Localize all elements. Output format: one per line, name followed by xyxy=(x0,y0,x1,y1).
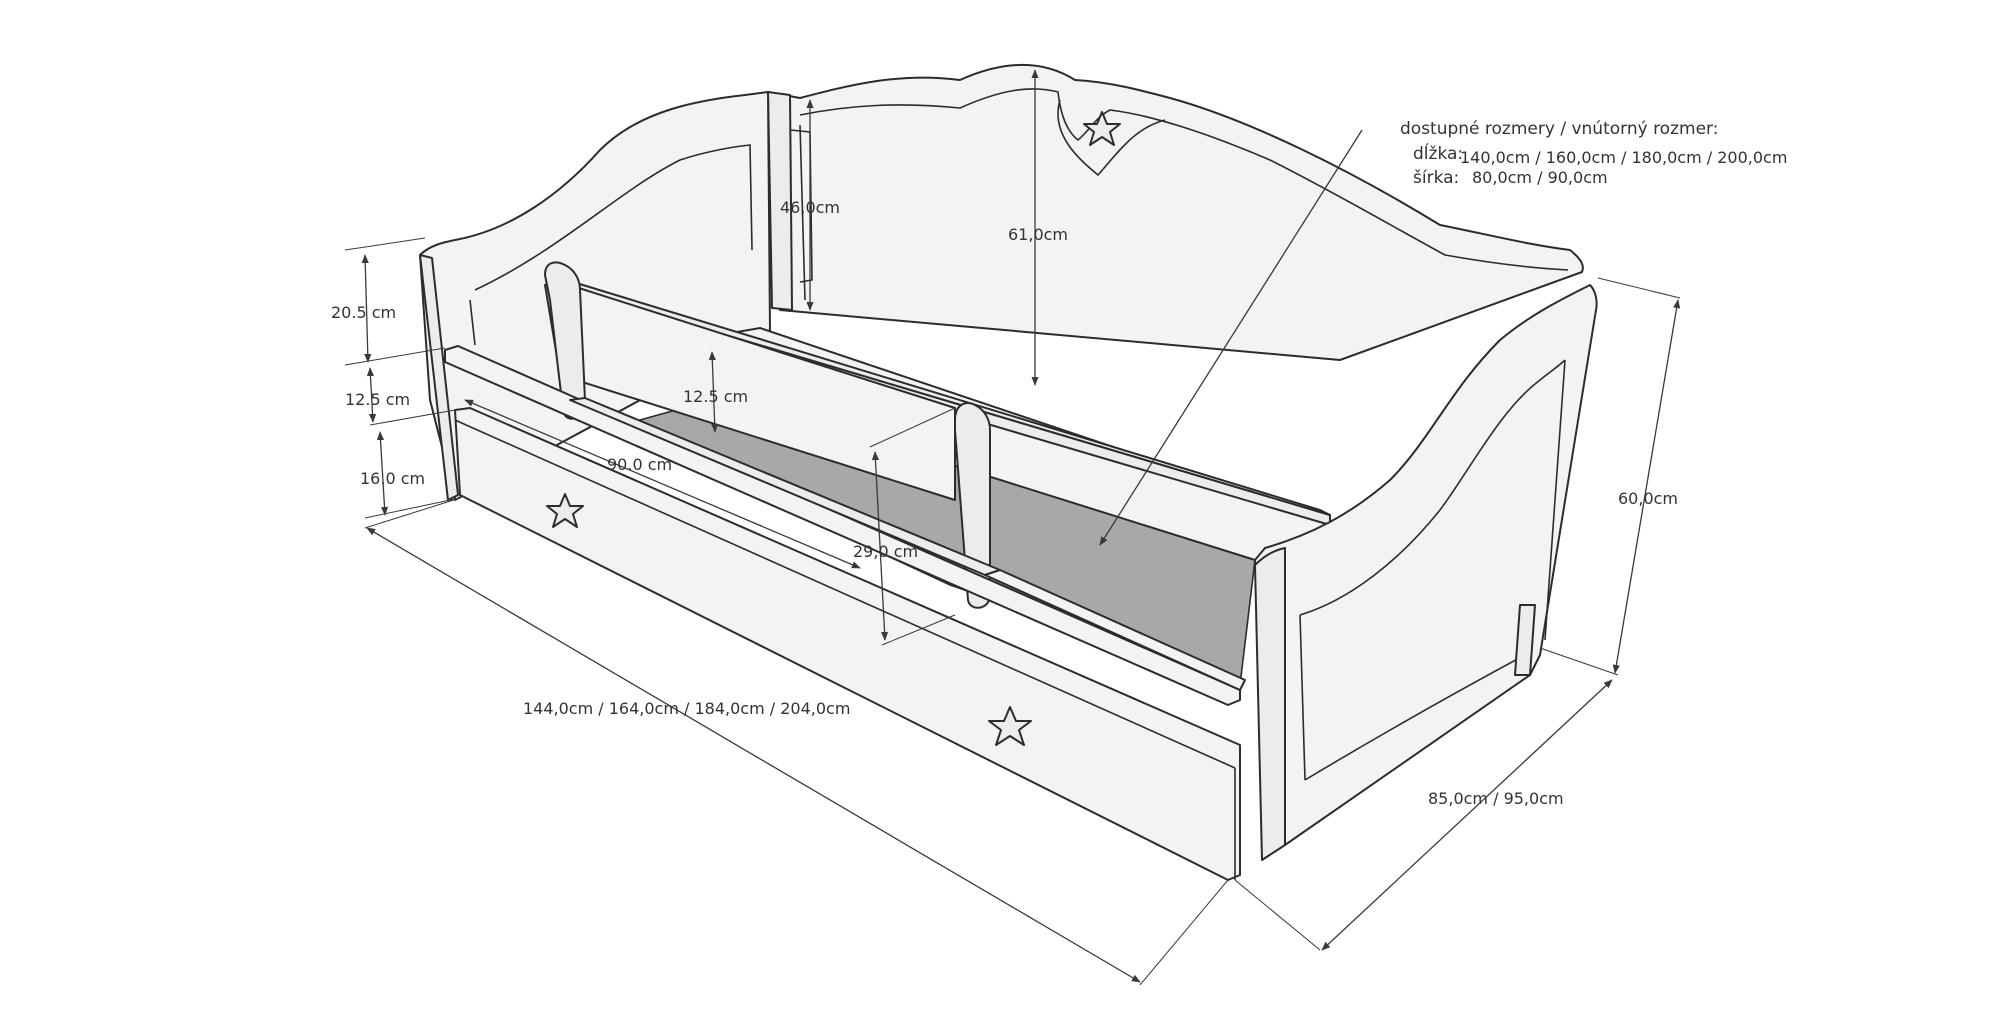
info-width-label: šírka: xyxy=(1413,168,1459,188)
label-opening-width: 90.0 cm xyxy=(607,455,672,474)
label-guard-mid: 12.5 cm xyxy=(345,390,410,409)
info-length-values: 140,0cm / 160,0cm / 180,0cm / 200,0cm xyxy=(1460,148,1787,167)
label-total-height: 60,0cm xyxy=(1618,489,1678,508)
info-length-label: dĺžka: xyxy=(1413,142,1463,164)
label-total-width: 85,0cm / 95,0cm xyxy=(1428,789,1564,808)
label-inner-rail: 12.5 cm xyxy=(683,387,748,406)
info-heading: dostupné rozmery / vnútorný rozmer: xyxy=(1400,119,1718,139)
info-width-values: 80,0cm / 90,0cm xyxy=(1472,168,1608,187)
label-backrest-height: 61,0cm xyxy=(1008,225,1068,244)
available-sizes-info: dostupné rozmery / vnútorný rozmer: dĺžk… xyxy=(1400,119,1787,188)
label-backrest-inner: 46,0cm xyxy=(780,198,840,217)
right-side-panel xyxy=(1254,284,1598,861)
label-total-length: 144,0cm / 164,0cm / 184,0cm / 204,0cm xyxy=(523,699,850,718)
backrest xyxy=(767,64,1584,361)
star-icon xyxy=(1083,111,1121,146)
label-base: 16.0 cm xyxy=(360,469,425,488)
label-guard-height: 29,0 cm xyxy=(853,542,918,561)
dimension-labels: 46,0cm 61,0cm 20.5 cm 12.5 cm 16.0 cm 12… xyxy=(331,198,1678,808)
label-guard-top: 20.5 cm xyxy=(331,303,396,322)
dimension-lines xyxy=(344,69,1681,986)
